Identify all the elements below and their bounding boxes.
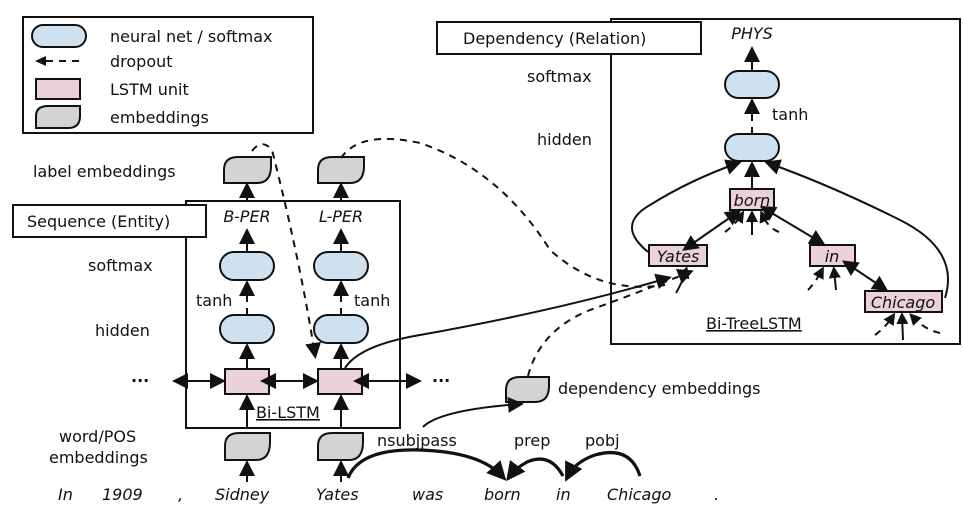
dependency-embedding-dropout xyxy=(527,269,694,377)
word-embedding-yates xyxy=(317,432,364,461)
ellipsis-left: ··· xyxy=(131,371,149,390)
output-label-l-per: L-PER xyxy=(319,207,363,226)
arc-label-nsubjpass: nsubjpass xyxy=(377,431,457,450)
bi-treelstm-label: Bi-TreeLSTM xyxy=(706,314,802,333)
output-label-b-per: B-PER xyxy=(223,207,270,226)
dep-row-label-hidden: hidden xyxy=(537,130,592,149)
token-4: Yates xyxy=(316,485,359,504)
sequence-title-box xyxy=(12,204,207,238)
label-embedding-b-per xyxy=(223,156,272,184)
dependency-arcs: nsubjpass prep pobj xyxy=(346,431,642,482)
sequence-column-2: L-PER tanh xyxy=(313,156,390,482)
sequence-box xyxy=(185,200,401,429)
row-label-softmax: softmax xyxy=(88,256,153,275)
dropout-dashed-arrow-icon xyxy=(35,56,80,66)
dependency-box xyxy=(610,18,961,345)
word-embedding-sidney xyxy=(224,432,271,461)
nsubjpass-to-dep-embedding xyxy=(422,396,524,428)
relation-activation-label: tanh xyxy=(772,105,808,124)
legend-label-neural-net: neural net / softmax xyxy=(110,27,272,46)
token-5: was xyxy=(412,485,443,504)
token-2: , xyxy=(178,485,183,504)
label-embedding-l-per xyxy=(317,156,365,184)
dependency-embeddings: dependency embeddings xyxy=(422,269,760,428)
hidden-unit-1 xyxy=(219,314,275,344)
dependency-relation-panel: Dependency (Relation) softmax hidden PHY… xyxy=(436,18,961,345)
relation-output-label: PHYS xyxy=(731,24,773,43)
legend-label-lstm: LSTM unit xyxy=(110,80,189,99)
lstm-unit-1 xyxy=(224,368,270,395)
lstm-unit-2 xyxy=(317,368,363,395)
sequence-column-1: B-PER tanh xyxy=(196,156,275,482)
lstm-unit-shape-icon xyxy=(35,78,81,100)
dependency-embeddings-label: dependency embeddings xyxy=(558,379,760,398)
legend-border xyxy=(22,16,314,134)
neural-net-shape-icon xyxy=(31,24,87,48)
arc-label-pobj: pobj xyxy=(585,431,620,450)
dependency-embedding-shape xyxy=(505,376,550,403)
tree-node-in-label: in xyxy=(825,247,840,266)
token-8: Chicago xyxy=(607,485,672,504)
activation-label-1: tanh xyxy=(196,291,232,310)
token-9: . xyxy=(714,485,719,504)
arc-nsubjpass xyxy=(346,448,507,481)
token-1: 1909 xyxy=(102,485,143,504)
row-label-hidden: hidden xyxy=(95,321,150,340)
ellipsis-right: ··· xyxy=(432,371,450,390)
dep-row-label-softmax: softmax xyxy=(527,67,592,86)
softmax-unit-1 xyxy=(219,251,275,281)
tree-node-yates-label: Yates xyxy=(657,247,700,266)
softmax-unit-2 xyxy=(313,251,369,281)
activation-label-2: tanh xyxy=(354,291,390,310)
token-7: in xyxy=(556,485,571,504)
bilstm-label: Bi-LSTM xyxy=(256,403,320,422)
dependency-title-box xyxy=(436,21,702,55)
dropout-curve-b-per xyxy=(251,143,322,359)
relation-hidden-unit xyxy=(724,133,780,162)
lstm-to-yates-curve xyxy=(344,273,672,369)
sequence-entity-panel: Sequence (Entity) label embeddings softm… xyxy=(12,156,450,482)
dropout-curve-l-per xyxy=(340,137,666,288)
arc-label-prep: prep xyxy=(514,431,550,450)
hidden-unit-2 xyxy=(313,314,369,344)
legend: neural net / softmax dropout LSTM unit e… xyxy=(22,16,314,134)
row-label-word-pos: word/POS xyxy=(59,427,136,446)
sentence: In 1909 , Sidney Yates was born in Chica… xyxy=(58,485,719,504)
token-3: Sidney xyxy=(215,485,270,504)
row-label-label-embeddings: label embeddings xyxy=(33,162,176,181)
legend-label-dropout: dropout xyxy=(110,52,173,71)
token-0: In xyxy=(58,485,73,504)
sequence-title: Sequence (Entity) xyxy=(27,212,170,231)
arc-prep xyxy=(506,457,565,482)
relation-softmax-unit xyxy=(724,70,780,99)
embeddings-shape-icon xyxy=(35,105,81,129)
row-label-embeddings: embeddings xyxy=(49,448,148,467)
tree-node-chicago xyxy=(864,290,943,313)
legend-label-embeddings: embeddings xyxy=(110,108,209,127)
arc-pobj xyxy=(565,450,642,482)
dependency-title: Dependency (Relation) xyxy=(463,29,646,48)
token-6: born xyxy=(484,485,521,504)
tree-node-chicago-label: Chicago xyxy=(871,293,936,312)
tree-node-born-label: born xyxy=(734,191,771,210)
